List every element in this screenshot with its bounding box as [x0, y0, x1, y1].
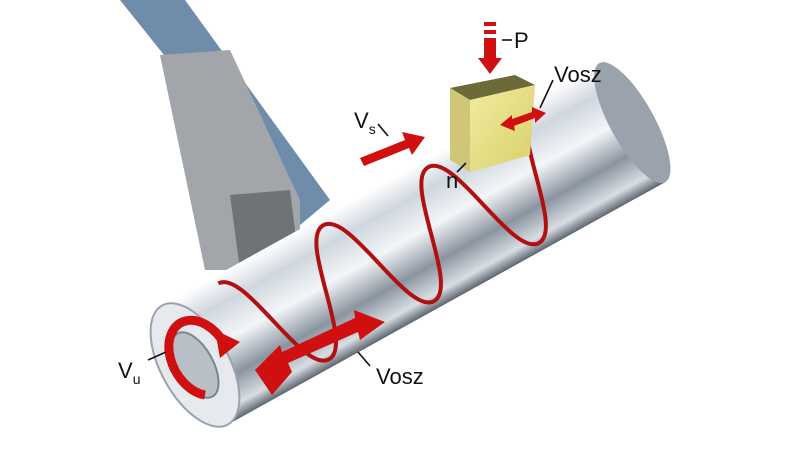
label-oscillation-top: Vosz	[554, 62, 602, 87]
oscillation-arrow-top	[500, 107, 546, 131]
honing-stone	[450, 75, 535, 172]
label-rotation-velocity: Vu	[118, 358, 140, 387]
label-pressure: P	[514, 28, 529, 53]
pressure-arrow	[478, 22, 502, 74]
rotation-arrow	[164, 315, 240, 400]
feed-velocity-arrow	[360, 132, 425, 166]
label-feed-velocity: Vs	[354, 108, 376, 137]
leader-lines	[147, 39, 554, 367]
label-normal: n	[446, 168, 458, 193]
label-oscillation-bottom: Vosz	[376, 364, 424, 389]
oscillation-arrow-bottom	[255, 310, 385, 395]
oscillation-path	[217, 107, 548, 363]
